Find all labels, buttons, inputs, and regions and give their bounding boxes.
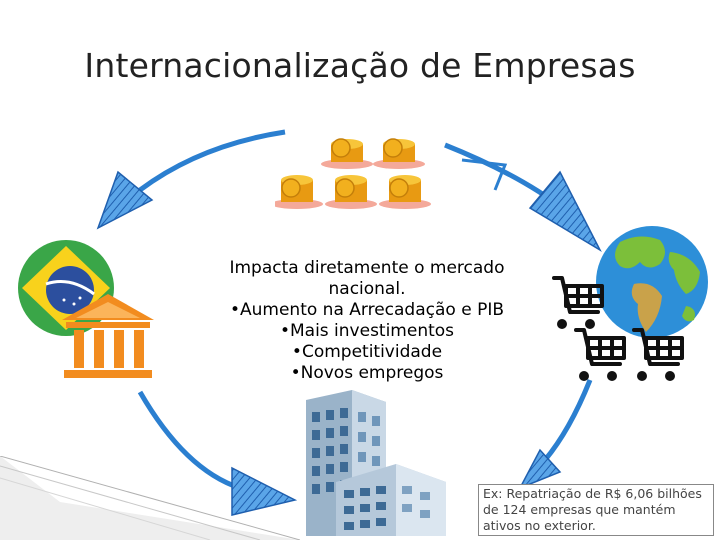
- impact-text: Impacta diretamente o mercado nacional. …: [214, 258, 520, 384]
- curved-arrow-icon: [520, 380, 590, 488]
- office-building-icon: [296, 386, 456, 540]
- shopping-cart-icon: [550, 272, 700, 390]
- impact-line: Impacta diretamente o mercado: [214, 258, 520, 279]
- benefit-item: •Competitividade: [214, 342, 520, 363]
- coin-stack-icon: [275, 120, 440, 212]
- benefit-item: •Mais investimentos: [214, 321, 520, 342]
- benefit-item: •Aumento na Arrecadação e PIB: [214, 300, 520, 321]
- corner-decoration: [0, 456, 300, 540]
- benefit-item: •Novos empregos: [214, 363, 520, 384]
- curved-arrow-icon: [445, 145, 600, 250]
- bank-building-icon: [56, 290, 160, 386]
- impact-line: nacional.: [214, 279, 520, 300]
- example-note: Ex: Repatriação de R$ 6,06 bilhões de 12…: [478, 484, 714, 536]
- curved-arrow-icon: [98, 132, 285, 228]
